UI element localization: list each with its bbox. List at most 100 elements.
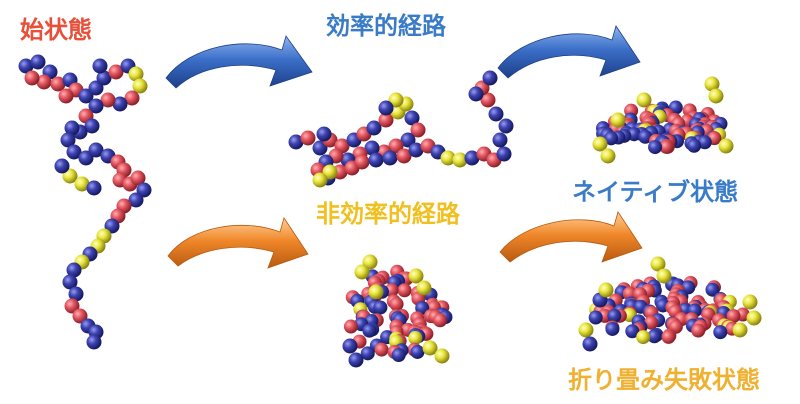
intermediate-chain	[288, 70, 514, 188]
residue-bead	[582, 336, 598, 352]
residue-bead	[410, 344, 425, 359]
residue-bead	[718, 138, 734, 154]
residue-bead	[312, 172, 328, 188]
residue-bead	[464, 150, 480, 166]
residue-bead	[66, 262, 82, 278]
residue-bead	[348, 352, 364, 368]
residue-bead	[86, 334, 102, 350]
residue-bead	[322, 164, 338, 180]
residue-bead	[374, 342, 389, 357]
residue-bead	[64, 298, 80, 314]
native-state-label: ネイティブ状態	[572, 178, 738, 206]
residue-bead	[30, 54, 46, 70]
residue-bead	[746, 310, 762, 326]
residue-bead	[54, 158, 70, 174]
residue-bead	[136, 182, 152, 198]
residue-bead	[391, 348, 406, 363]
residue-bead	[440, 150, 456, 166]
residue-bead	[342, 338, 358, 354]
inefficient-arrow-2	[499, 211, 643, 263]
residue-bead	[378, 100, 394, 116]
residue-bead	[578, 322, 594, 338]
residue-bead	[705, 282, 720, 297]
misfolded-state-chain	[578, 256, 762, 352]
residue-bead	[492, 132, 508, 148]
residue-bead	[610, 112, 626, 128]
residue-bead	[648, 140, 663, 155]
residue-bead	[132, 78, 148, 94]
residue-bead	[397, 283, 412, 298]
residue-bead	[360, 346, 375, 361]
residue-bead	[112, 96, 128, 112]
inefficient-tangle	[342, 254, 453, 368]
residue-bead	[422, 340, 438, 356]
residue-bead	[408, 268, 424, 284]
residue-bead	[704, 76, 720, 92]
residue-bead	[600, 148, 616, 164]
efficient-path-label: 効率的経路	[326, 12, 447, 40]
residue-bead	[62, 168, 78, 184]
residue-bead	[647, 329, 662, 344]
residue-bead	[66, 144, 82, 160]
residue-bead	[650, 256, 666, 272]
residue-bead	[708, 88, 724, 104]
residue-bead	[108, 64, 124, 80]
residue-bead	[88, 142, 104, 158]
residue-bead	[364, 140, 380, 156]
residue-bead	[625, 324, 640, 339]
residue-bead	[687, 138, 702, 153]
residue-bead	[400, 132, 416, 148]
residue-bead	[354, 154, 370, 170]
residue-bead	[124, 90, 140, 106]
residue-bead	[713, 325, 728, 340]
residue-bead	[605, 321, 620, 336]
residue-bead	[661, 329, 676, 344]
residue-bead	[18, 58, 34, 74]
residue-bead	[92, 58, 108, 74]
residue-bead	[636, 92, 652, 108]
residue-bead	[128, 192, 144, 208]
residue-bead	[72, 308, 88, 324]
residue-bead	[104, 218, 120, 234]
residue-bead	[691, 323, 706, 338]
residue-bead	[408, 142, 424, 158]
residue-bead	[659, 139, 674, 154]
residue-bead	[416, 280, 432, 296]
residue-bead	[388, 138, 404, 154]
efficient-arrow-1	[165, 35, 313, 89]
residue-bead	[88, 98, 104, 114]
residue-bead	[100, 92, 116, 108]
residue-bead	[368, 152, 384, 168]
residue-bead	[598, 282, 614, 298]
residue-bead	[74, 176, 90, 192]
residue-bead	[410, 122, 426, 138]
residue-bead	[404, 110, 420, 126]
residue-bead	[288, 134, 304, 150]
residue-bead	[726, 309, 741, 324]
residue-bead	[373, 300, 388, 315]
residue-bead	[362, 323, 377, 338]
residue-bead	[84, 118, 100, 134]
residue-bead	[86, 180, 102, 196]
initial-state-label: 始状態	[20, 16, 92, 44]
residue-bead	[644, 315, 659, 330]
residue-bead	[68, 286, 84, 302]
residue-bead	[96, 70, 112, 86]
residue-bead	[408, 330, 423, 345]
residue-bead	[389, 297, 404, 312]
residue-bead	[58, 88, 74, 104]
residue-bead	[128, 66, 144, 82]
residue-bead	[343, 319, 358, 334]
residue-bead	[636, 330, 651, 345]
residue-bead	[62, 274, 78, 290]
residue-bead	[434, 348, 450, 364]
residue-bead	[354, 264, 370, 280]
residue-bead	[742, 294, 758, 310]
residue-bead	[316, 126, 332, 142]
residue-bead	[480, 92, 496, 108]
residue-bead	[697, 135, 712, 150]
residue-bead	[433, 313, 448, 328]
residue-bead	[656, 268, 672, 284]
initial-state-chain	[18, 54, 152, 350]
